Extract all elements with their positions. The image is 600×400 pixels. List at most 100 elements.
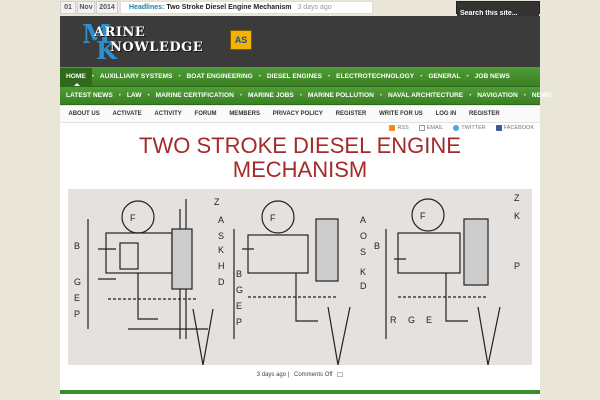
nav-separator: • bbox=[239, 92, 243, 99]
twitter-label: TWITTER bbox=[461, 125, 486, 131]
label-f-1: F bbox=[130, 213, 136, 223]
label-a-2: A bbox=[360, 215, 366, 225]
headlines-ticker: Headlines: Two Stroke Diesel Engine Mech… bbox=[120, 1, 373, 14]
nav-diesel-engines[interactable]: DIESEL ENGINES bbox=[266, 72, 323, 80]
label-k-3: K bbox=[514, 211, 520, 221]
headline-time: 3 days ago bbox=[297, 4, 332, 11]
nav-auxilliary-systems[interactable]: AUXILLIARY SYSTEMS bbox=[99, 72, 173, 80]
page-activate[interactable]: ACTIVATE bbox=[112, 111, 142, 117]
facebook-icon bbox=[495, 125, 502, 131]
label-f-3: F bbox=[420, 211, 426, 221]
logo-line-2: NOWLEDGE bbox=[110, 40, 204, 55]
rss-link[interactable]: RSS bbox=[389, 125, 409, 131]
nav-separator: • bbox=[258, 73, 261, 80]
page-privacy-policy[interactable]: PRIVACY POLICY bbox=[272, 111, 323, 117]
label-d-2: D bbox=[360, 281, 367, 291]
label-s-1: S bbox=[218, 231, 224, 241]
label-h-1: H bbox=[218, 261, 225, 271]
article-title[interactable]: TWO STROKE DIESEL ENGINE MECHANISM bbox=[60, 134, 540, 182]
article-title-line-2: MECHANISM bbox=[232, 157, 368, 182]
nav-latest-news[interactable]: LATEST NEWS bbox=[66, 91, 113, 99]
nav-separator: • bbox=[178, 73, 181, 80]
diagram-labels: F Z A S K H D B G E P F A O S K B G E P bbox=[74, 193, 520, 327]
nav-separator: • bbox=[299, 92, 302, 99]
nav-law[interactable]: LAW bbox=[126, 91, 142, 99]
label-p-3: P bbox=[514, 261, 520, 271]
label-b-3: B bbox=[374, 241, 380, 251]
label-z-1: Z bbox=[214, 197, 220, 207]
meta-separator: | bbox=[287, 372, 291, 378]
page-log-in[interactable]: LOG IN bbox=[435, 111, 457, 117]
diagram-panel-1 bbox=[87, 199, 214, 365]
label-e-1: E bbox=[74, 293, 80, 303]
nav-separator: • bbox=[466, 73, 469, 80]
label-p-1: P bbox=[74, 309, 80, 319]
nav-job-news[interactable]: JOB NEWS bbox=[474, 72, 510, 80]
label-e-2: E bbox=[236, 301, 242, 311]
label-a-1: A bbox=[218, 215, 224, 225]
article-meta: 3 days ago | Comments Off bbox=[60, 372, 540, 378]
primary-nav: HOME • AUXILLIARY SYSTEMS • BOAT ENGINEE… bbox=[60, 67, 540, 87]
label-g-2: G bbox=[236, 285, 243, 295]
page-members[interactable]: MEMBERS bbox=[229, 111, 260, 117]
label-o-2: O bbox=[360, 231, 367, 241]
nav-navigation[interactable]: NAVIGATION bbox=[477, 91, 518, 99]
nav-separator: • bbox=[420, 73, 423, 80]
label-f-2: F bbox=[270, 213, 276, 223]
pages-nav: ABOUT US ACTIVATE ACTIVITY FORUM MEMBERS… bbox=[60, 106, 540, 123]
page-write-for-us[interactable]: WRITE FOR US bbox=[379, 111, 423, 117]
page-forum[interactable]: FORUM bbox=[194, 111, 217, 117]
email-icon bbox=[418, 125, 425, 131]
page-about-us[interactable]: ABOUT US bbox=[68, 111, 100, 117]
bottom-accent-bar bbox=[60, 390, 540, 394]
page-activity[interactable]: ACTIVITY bbox=[154, 111, 182, 117]
email-link[interactable]: EMAIL bbox=[418, 125, 443, 131]
nav-separator: • bbox=[328, 73, 331, 80]
logo-letter-m: M bbox=[82, 20, 111, 50]
search-box bbox=[456, 1, 540, 19]
twitter-icon bbox=[453, 125, 460, 131]
page-register[interactable]: REGISTER bbox=[335, 111, 367, 117]
logo-badge: AS bbox=[230, 30, 252, 50]
nav-marine-certification[interactable]: MARINE CERTIFICATION bbox=[155, 91, 234, 99]
nav-home[interactable]: HOME bbox=[60, 67, 92, 86]
logo-line-1: ARINE bbox=[94, 25, 146, 40]
top-bar: 01 Nov 2014 Headlines: Two Stroke Diesel… bbox=[60, 0, 540, 19]
logo-letter-k: K bbox=[96, 36, 117, 65]
label-b-2: B bbox=[236, 269, 242, 279]
date-day: 01 bbox=[60, 1, 76, 14]
comments-status: Comments Off bbox=[294, 372, 333, 378]
twitter-link[interactable]: TWITTER bbox=[453, 125, 486, 131]
label-b-1: B bbox=[74, 241, 80, 251]
date-month: Nov bbox=[77, 1, 95, 14]
comment-icon bbox=[337, 372, 344, 377]
nav-separator: • bbox=[379, 92, 382, 99]
engine-diagram-image: F Z A S K H D B G E P F A O S K B G E P bbox=[68, 189, 532, 365]
nav-separator: • bbox=[469, 92, 472, 99]
nav-news[interactable]: NEWS bbox=[531, 91, 552, 99]
search-input[interactable] bbox=[457, 8, 539, 19]
label-r-3: R bbox=[390, 315, 397, 325]
article-title-line-1: TWO STROKE DIESEL ENGINE bbox=[139, 133, 461, 158]
label-k-1: K bbox=[218, 245, 224, 255]
nav-separator: • bbox=[523, 92, 526, 99]
nav-general[interactable]: GENERAL bbox=[428, 72, 461, 80]
site-header: M ARINE K NOWLEDGE AS bbox=[60, 16, 540, 67]
nav-boat-engineering[interactable]: BOAT ENGINEERING bbox=[186, 72, 253, 80]
label-z-3: Z bbox=[514, 193, 520, 203]
headline-link[interactable]: Two Stroke Diesel Engine Mechanism bbox=[166, 4, 292, 11]
nav-separator: • bbox=[118, 92, 121, 99]
facebook-link[interactable]: FACEBOOK bbox=[495, 125, 534, 131]
label-p-2: P bbox=[236, 317, 242, 327]
site-logo[interactable]: M ARINE K NOWLEDGE AS bbox=[82, 20, 257, 65]
rss-label: RSS bbox=[397, 125, 409, 131]
page-register-2[interactable]: REGISTER bbox=[469, 111, 500, 117]
main-content: RSS EMAIL TWITTER FACEBOOK TWO STROKE DI… bbox=[60, 123, 540, 400]
label-g-3: G bbox=[408, 315, 415, 325]
nav-marine-pollution[interactable]: MARINE POLLUTION bbox=[307, 91, 374, 99]
label-g-1: G bbox=[74, 277, 81, 287]
nav-naval-architecture[interactable]: NAVAL ARCHITECTURE bbox=[387, 91, 464, 99]
label-k-2: K bbox=[360, 267, 366, 277]
nav-marine-jobs[interactable]: MARINE JOBS bbox=[248, 91, 294, 99]
nav-electrotechnology[interactable]: ELECTROTECHNOLOGY bbox=[336, 72, 415, 80]
